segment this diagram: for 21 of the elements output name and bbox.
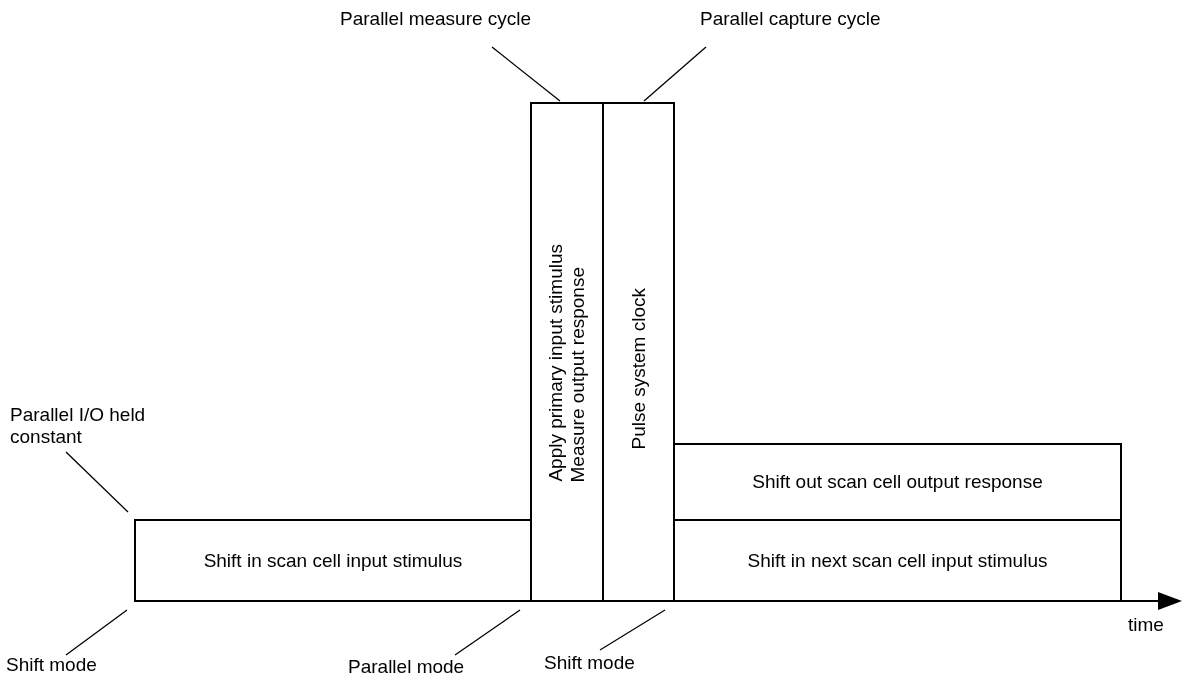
callout-label: Shift mode xyxy=(6,654,97,676)
phase-text: Shift out scan cell output response xyxy=(752,471,1043,493)
leader-line xyxy=(599,609,666,651)
leader-line xyxy=(643,46,707,102)
callout-label: Parallel measure cycle xyxy=(340,8,532,30)
leader-line xyxy=(65,609,128,656)
leader-line xyxy=(491,46,561,102)
phase-text: Shift in next scan cell input stimulus xyxy=(747,549,1048,572)
leader-line xyxy=(65,451,129,513)
callout-label: Shift mode xyxy=(544,652,635,674)
phase-box xyxy=(134,519,532,602)
phase-text: Shift in scan cell input stimulus xyxy=(203,549,463,572)
callout-label: Parallel capture cycle xyxy=(700,8,881,30)
callout-label: Parallel mode xyxy=(348,656,465,678)
callout-label: Parallel I/O held constant xyxy=(10,404,160,448)
phase-text: Apply primary input stimulus xyxy=(545,244,567,482)
phase-text: Pulse system clock xyxy=(627,288,650,450)
phase-text: Measure output response xyxy=(567,266,589,482)
leader-line xyxy=(454,609,521,656)
axis-label: time xyxy=(1128,614,1164,636)
phase-box xyxy=(673,443,1122,521)
